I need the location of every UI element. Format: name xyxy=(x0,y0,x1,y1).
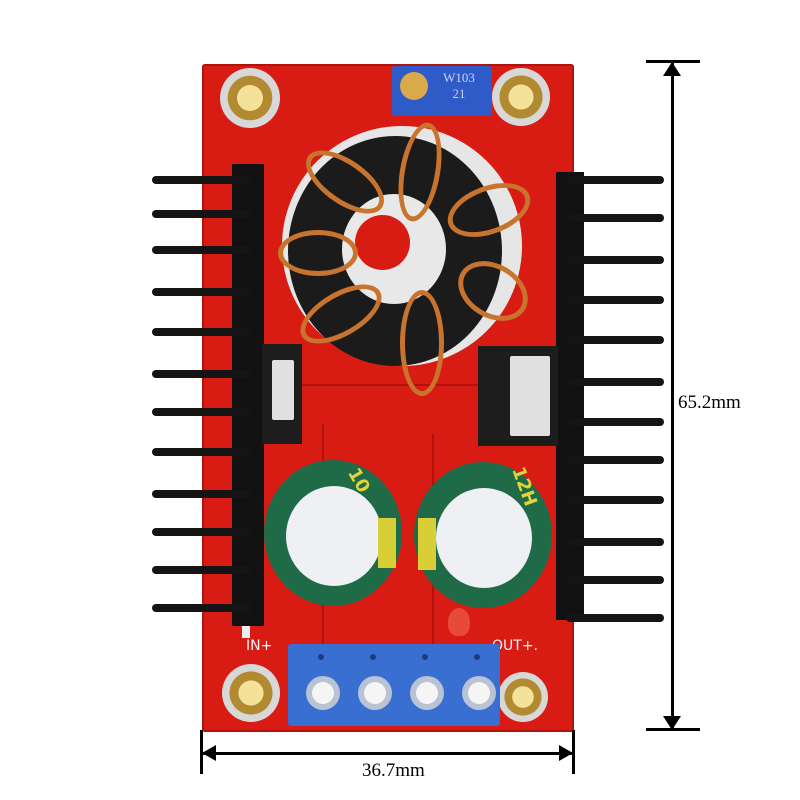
status-led xyxy=(448,608,470,636)
width-dimension-label: 36.7mm xyxy=(362,760,425,781)
coil-winding xyxy=(400,290,444,396)
height-dimension-line xyxy=(671,62,674,730)
pot-adjust-screw[interactable] xyxy=(400,72,428,100)
terminal-screw-4[interactable] xyxy=(462,676,496,710)
capacitor-left-polarity-stripe xyxy=(378,518,396,568)
arrow-right-icon xyxy=(559,745,573,761)
mounting-hole-bottom-right xyxy=(498,672,548,722)
height-dimension-top-cap xyxy=(646,60,700,63)
out-plus-label: OUT+. xyxy=(492,638,538,654)
potentiometer[interactable]: W103 21 xyxy=(392,66,492,116)
arrow-up-icon xyxy=(663,62,681,76)
heatsink-right xyxy=(556,172,584,620)
capacitor-right: 12H xyxy=(414,462,552,608)
mosfet-left-tab xyxy=(272,360,294,420)
mounting-hole-bottom-left xyxy=(222,664,280,722)
silkscreen xyxy=(242,624,250,638)
pcb-hole xyxy=(355,215,410,270)
screw-terminal-block[interactable] xyxy=(288,644,500,726)
coil-winding xyxy=(278,230,358,276)
mounting-hole-top-right xyxy=(492,68,550,126)
capacitor-right-top xyxy=(436,488,532,588)
arrow-left-icon xyxy=(202,745,216,761)
terminal-screw-2[interactable] xyxy=(358,676,392,710)
width-dimension-line xyxy=(202,752,574,755)
pot-marking: W103 21 xyxy=(443,70,475,101)
height-dimension-label: 65.2mm xyxy=(678,392,741,413)
in-plus-label: IN+ xyxy=(246,638,273,654)
mounting-hole-top-left xyxy=(220,68,280,128)
terminal-screw-3[interactable] xyxy=(410,676,444,710)
pcb-trace xyxy=(262,384,482,386)
capacitor-right-polarity-stripe xyxy=(418,518,436,570)
arrow-down-icon xyxy=(663,716,681,730)
capacitor-left-top xyxy=(286,486,382,586)
width-dimension-left-cap xyxy=(200,730,203,774)
heatsink-left xyxy=(232,164,264,626)
capacitor-left: 10 xyxy=(264,460,402,606)
mosfet-right-tab xyxy=(510,356,550,436)
terminal-screw-1[interactable] xyxy=(306,676,340,710)
